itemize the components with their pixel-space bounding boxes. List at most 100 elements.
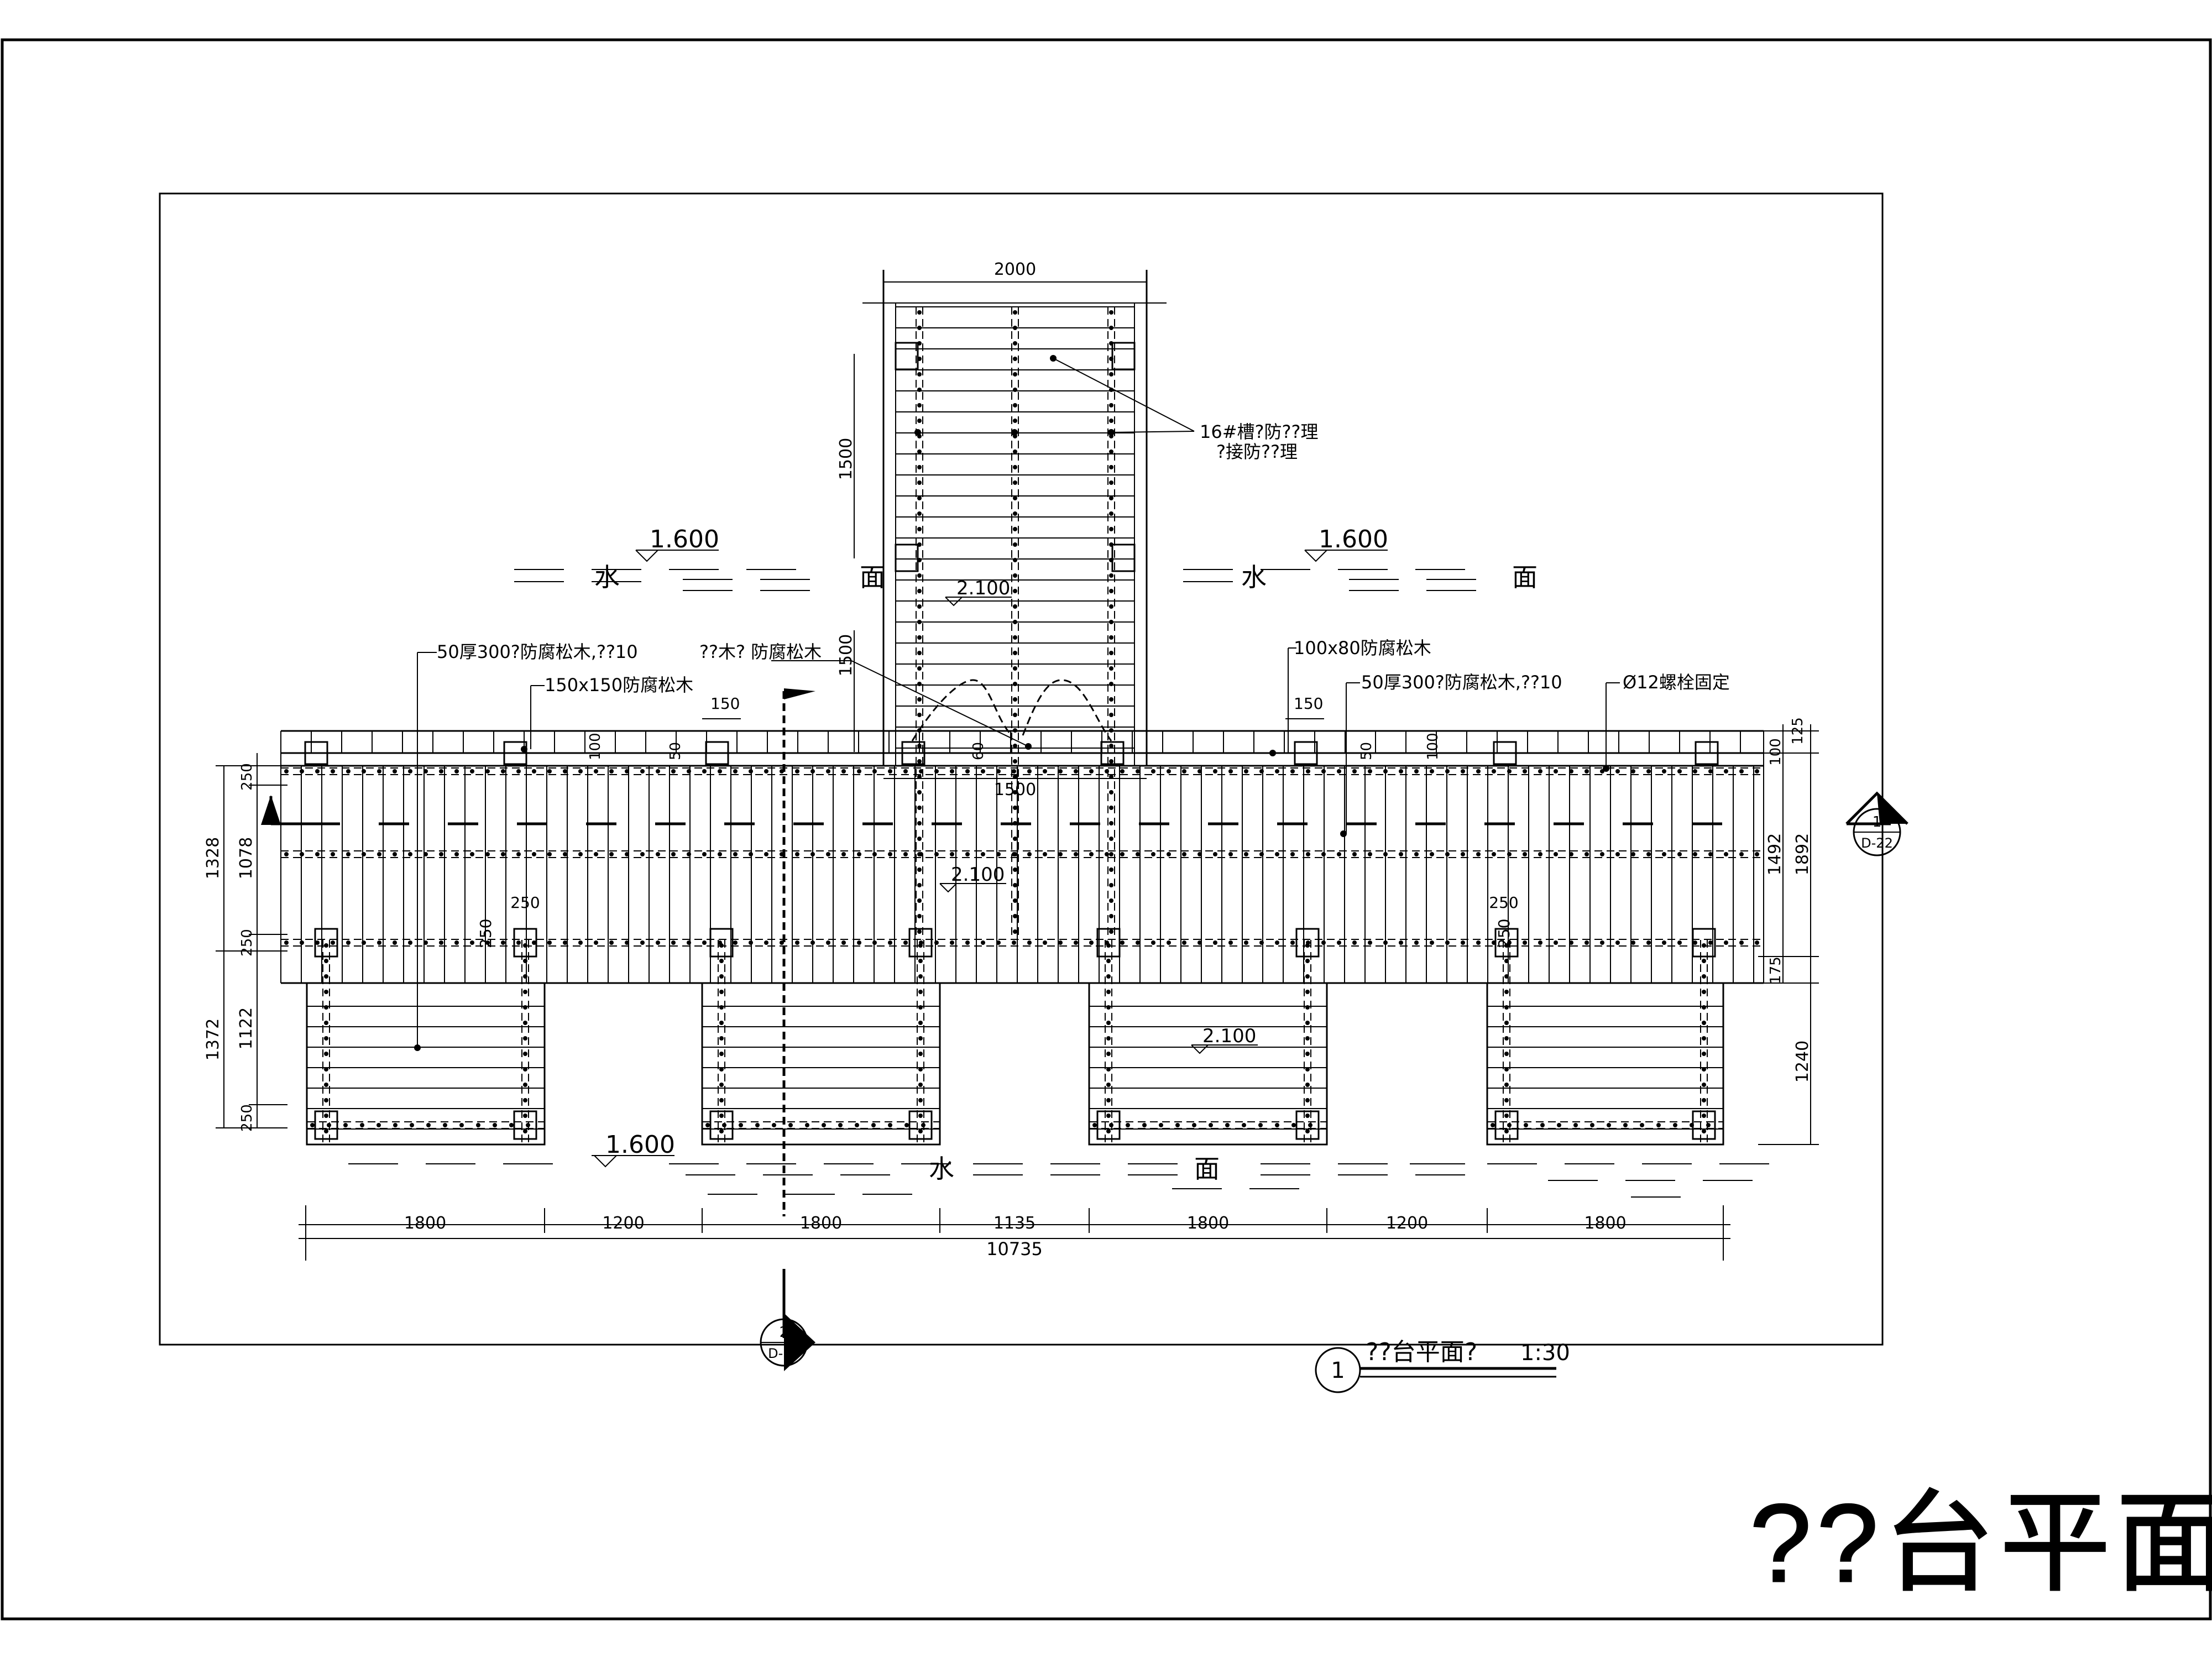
dim-top-depth: 1500 1500: [836, 354, 856, 752]
dims-left: 250 1328 1078 250 1372 1122 250: [203, 753, 287, 1132]
step-platforms: [306, 928, 1724, 1146]
annotation-bolt-text: Ø12螺栓固定: [1623, 672, 1730, 693]
post-block: [1096, 928, 1121, 958]
elevation-water-left-text: 1.600: [650, 525, 719, 553]
dim-bottom-label: 1800: [1187, 1214, 1229, 1233]
step-platform: [1486, 982, 1724, 1146]
post-block: [709, 1110, 734, 1140]
annotation-plank-right-text: 50厚300?防腐松木,??10: [1361, 672, 1562, 693]
annotation-plank-right: 50厚300?防腐松木,??10: [1340, 672, 1562, 837]
post-block: [304, 741, 328, 765]
water-char-left: 水: [594, 562, 620, 592]
post-block: [314, 1110, 338, 1140]
post-block: [1692, 1110, 1716, 1140]
dim-bottom-label: 1800: [800, 1214, 842, 1233]
dim-left-250-b: 250: [239, 929, 255, 957]
dim-top-width-text: 2000: [994, 260, 1036, 279]
dim-150-right: 150: [1294, 694, 1323, 713]
step-platform: [1088, 982, 1328, 1146]
post-block: [314, 928, 338, 958]
annotation-timber-text: ??木? 防腐松木: [699, 641, 822, 662]
dim-250-b: 250: [477, 919, 495, 948]
post-block: [705, 741, 729, 765]
dim-250-a: 250: [510, 893, 540, 912]
dim-left-1372: 1372: [203, 1018, 223, 1060]
elevation-deck-step: 2.100: [1191, 1025, 1258, 1054]
annotation-channel-steel-text: 16#槽?防??理: [1200, 421, 1319, 442]
post-block: [1494, 928, 1519, 958]
dim-top-width: 2000: [862, 260, 1167, 304]
main-deck: [280, 730, 1764, 984]
elevation-water-bottom-text: 1.600: [605, 1131, 675, 1159]
view-title-scale: 1:30: [1520, 1340, 1570, 1366]
elevation-water-left: 1.600 水 面: [594, 525, 885, 592]
elevation-deck-step-text: 2.100: [1202, 1025, 1256, 1047]
section-mark-2-sheet: D-22: [768, 1346, 800, 1361]
pier-walkway: [882, 270, 1148, 940]
dim-left-250-a: 250: [239, 763, 255, 791]
dim-top-depth-text: 1500: [836, 438, 856, 480]
surface-char-bottom: 面: [1194, 1154, 1220, 1184]
annotation-beam: 100x80防腐松木: [1269, 637, 1431, 756]
dim-right-125: 125: [1790, 717, 1806, 745]
annotation-timber: ??木? 防腐松木: [699, 641, 1032, 750]
post-block: [1493, 741, 1517, 765]
post-block: [503, 741, 527, 765]
annotation-bolt: Ø12螺栓固定: [1603, 672, 1730, 772]
dim-250-c: 250: [1489, 893, 1518, 912]
dim-60: 60: [970, 742, 987, 760]
dim-250-d: 250: [1495, 919, 1513, 948]
surface-char-left: 面: [860, 562, 885, 592]
dim-left-1328: 1328: [203, 837, 223, 879]
elevation-deck-mid-text: 2.100: [951, 864, 1005, 886]
dim-right-100: 100: [1767, 738, 1784, 766]
post-block: [908, 1110, 933, 1140]
dim-top-depth-text-2: 1500: [836, 634, 856, 676]
water-char-right: 水: [1241, 562, 1267, 592]
annotation-post: 150x150防腐松木: [521, 675, 693, 752]
post-block: [1695, 741, 1719, 765]
dim-right-1492: 1492: [1765, 833, 1785, 875]
dim-right-175: 175: [1767, 957, 1784, 984]
sheet-title: ??台平面?: [1750, 1482, 2212, 1605]
dim-bottom-label: 1135: [993, 1214, 1036, 1233]
section-mark-1-number: 1: [1873, 814, 1882, 830]
dim-50-left: 50: [667, 742, 684, 760]
dim-150-left: 150: [710, 694, 740, 713]
dim-left-250-c: 250: [239, 1104, 255, 1132]
post-block: [513, 1110, 537, 1140]
post-block: [709, 928, 734, 958]
water-char-bottom: 水: [929, 1154, 954, 1184]
dim-bottom-label: 1200: [602, 1214, 644, 1233]
post-block: [908, 928, 933, 958]
post-block: [1294, 741, 1318, 765]
annotation-post-text: 150x150防腐松木: [545, 675, 693, 696]
post-block: [1494, 1110, 1519, 1140]
post-block: [1295, 1110, 1320, 1140]
surface-char-right: 面: [1512, 562, 1538, 592]
elevation-deck-mid: 2.100: [939, 864, 1006, 893]
dim-bottom-label: 1200: [1386, 1214, 1428, 1233]
water-lines: [348, 569, 1769, 1198]
elevation-deck-top-text: 2.100: [956, 577, 1010, 599]
annotation-channel-steel-text-2: ?接防??理: [1216, 441, 1298, 462]
post-block: [1100, 741, 1125, 765]
post-block: [1096, 1110, 1121, 1140]
annotation-plank-text: 50厚300?防腐松木,??10: [437, 641, 638, 662]
elevation-deck-top: 2.100: [945, 577, 1012, 607]
dim-bottom-label: 1800: [1584, 1214, 1626, 1233]
step-platform: [306, 982, 546, 1146]
dim-pier-width: 1500: [994, 780, 1036, 799]
dim-50-right: 50: [1358, 742, 1375, 760]
dim-total: 10735: [986, 1238, 1043, 1259]
post-block: [901, 741, 925, 765]
section-mark-1: 1 D-22: [261, 791, 1908, 856]
post-block: [513, 928, 537, 958]
drawing-frame: [159, 192, 1884, 1346]
view-title-number: 1: [1331, 1358, 1345, 1383]
dims-right: 125 100 1492 1892 175 1240: [1758, 717, 1819, 1145]
annotation-channel-steel: 16#槽?防??理 ?接防??理: [914, 355, 1319, 462]
